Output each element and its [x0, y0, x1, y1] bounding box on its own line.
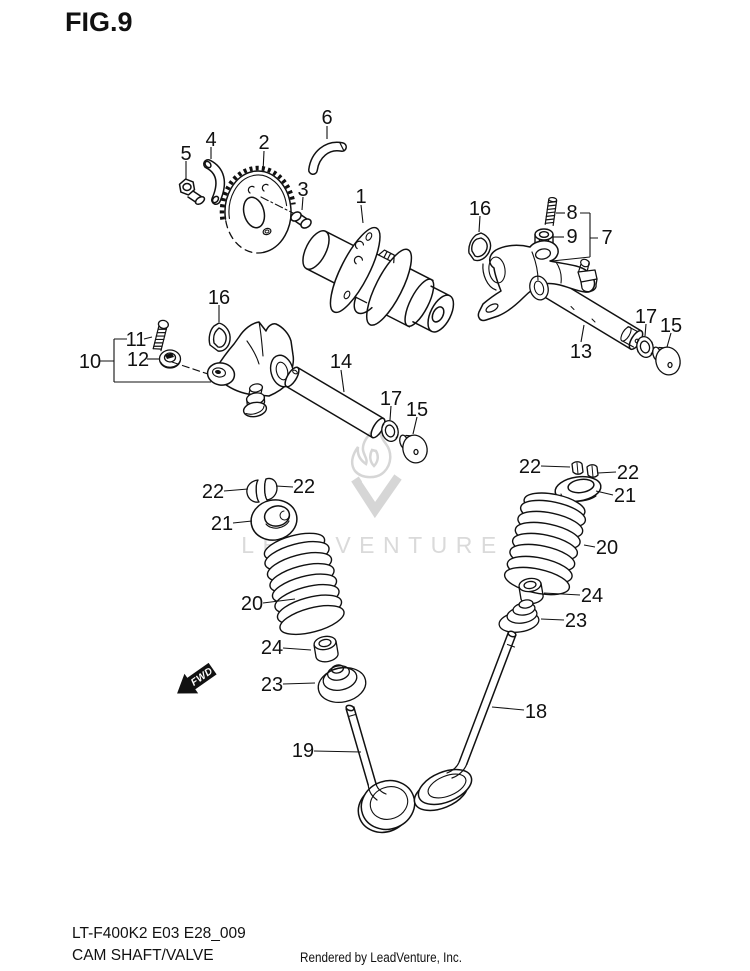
part-label-23[interactable]: 23: [565, 610, 587, 632]
part-label-24[interactable]: 24: [261, 637, 283, 659]
part-label-18[interactable]: 18: [525, 701, 547, 723]
part-18-exhaust-valve: [413, 630, 517, 812]
assembly-axis-line-sprocket: [260, 196, 296, 215]
footer-credit: Rendered by LeadVenture, Inc.: [300, 950, 462, 965]
part-20-valve-spring-right: [503, 492, 587, 596]
part-17-seal-right: [636, 335, 654, 359]
part-label-8[interactable]: 8: [566, 202, 577, 224]
part-21-spring-retainer-right: [554, 475, 602, 503]
part-label-11[interactable]: 11: [126, 329, 147, 351]
part-19-intake-valve: [345, 704, 416, 834]
part-label-22[interactable]: 22: [617, 462, 639, 484]
assembly-axis-line-left-rocker: [171, 361, 209, 375]
fwd-arrow-icon: FWD: [177, 662, 217, 694]
part-label-21[interactable]: 21: [614, 485, 636, 507]
part-24-stem-seal-left: [313, 635, 339, 663]
part-3-pin: [290, 211, 312, 229]
figure-title: FIG.9: [65, 7, 133, 37]
part-label-10[interactable]: 10: [79, 351, 101, 373]
part-label-20[interactable]: 20: [241, 593, 263, 615]
part-label-22[interactable]: 22: [202, 481, 224, 503]
part-21-spring-retainer-left: [250, 499, 298, 541]
part-label-20[interactable]: 20: [596, 537, 618, 559]
part-14-rocker-shaft-left: [284, 366, 386, 439]
part-label-3[interactable]: 3: [297, 179, 308, 201]
part-label-14[interactable]: 14: [330, 351, 352, 373]
part-label-19[interactable]: 19: [292, 740, 314, 762]
part-2-cam-sprocket: [219, 165, 296, 254]
leadventure-logo-v-inner: [361, 478, 391, 502]
part-15-cap-left: [399, 434, 428, 464]
part-label-24[interactable]: 24: [581, 585, 603, 607]
part-8-adjuster-screw: [544, 196, 558, 227]
part-20-valve-spring-left: [263, 532, 345, 636]
part-label-4[interactable]: 4: [205, 129, 216, 151]
part-6-ring-pin-clip: [308, 141, 347, 175]
part-5-bolt: [178, 178, 206, 206]
part-15-cap-right: [652, 346, 681, 376]
part-22-keepers-right: [571, 461, 599, 478]
part-22-keepers-left: [246, 477, 278, 503]
part-11-adjuster-screw-left: [152, 319, 169, 352]
part-label-2[interactable]: 2: [258, 132, 269, 154]
parts-drawing: [152, 141, 681, 834]
leader-lines: [99, 126, 672, 753]
part-label-16[interactable]: 16: [208, 287, 230, 309]
footer-model-code: LT-F400K2 E03 E28_009: [72, 925, 246, 942]
part-label-16[interactable]: 16: [469, 198, 491, 220]
part-label-23[interactable]: 23: [261, 674, 283, 696]
part-label-9[interactable]: 9: [566, 226, 577, 248]
part-label-1[interactable]: 1: [355, 186, 366, 208]
part-16-gasket-right: [468, 232, 492, 262]
part-1-camshaft: [302, 226, 455, 333]
part-7-rocker-arm-right: [477, 240, 598, 322]
part-label-15[interactable]: 15: [660, 315, 682, 337]
part-label-17[interactable]: 17: [380, 388, 402, 410]
part-label-17[interactable]: 17: [635, 306, 657, 328]
part-23-spring-seat-right: [498, 599, 540, 633]
part-label-13[interactable]: 13: [570, 341, 592, 363]
part-12-lock-nut-left: [158, 349, 182, 369]
part-label-5[interactable]: 5: [180, 143, 191, 165]
part-label-21[interactable]: 21: [211, 513, 233, 535]
part-label-15[interactable]: 15: [406, 399, 428, 421]
part-label-7[interactable]: 7: [601, 227, 612, 249]
part-label-12[interactable]: 12: [127, 349, 149, 371]
leadventure-logo-v-icon: [351, 474, 402, 519]
part-label-22[interactable]: 22: [519, 456, 541, 478]
part-label-22[interactable]: 22: [293, 476, 315, 498]
footer-diagram-title: CAM SHAFT/VALVE: [72, 947, 214, 964]
part-23-spring-seat-left: [317, 664, 367, 704]
part-label-6[interactable]: 6: [321, 107, 332, 129]
part-17-seal-left: [381, 419, 399, 443]
part-16-gasket-left: [208, 322, 231, 352]
part-4-cam-stopper: [203, 159, 226, 205]
